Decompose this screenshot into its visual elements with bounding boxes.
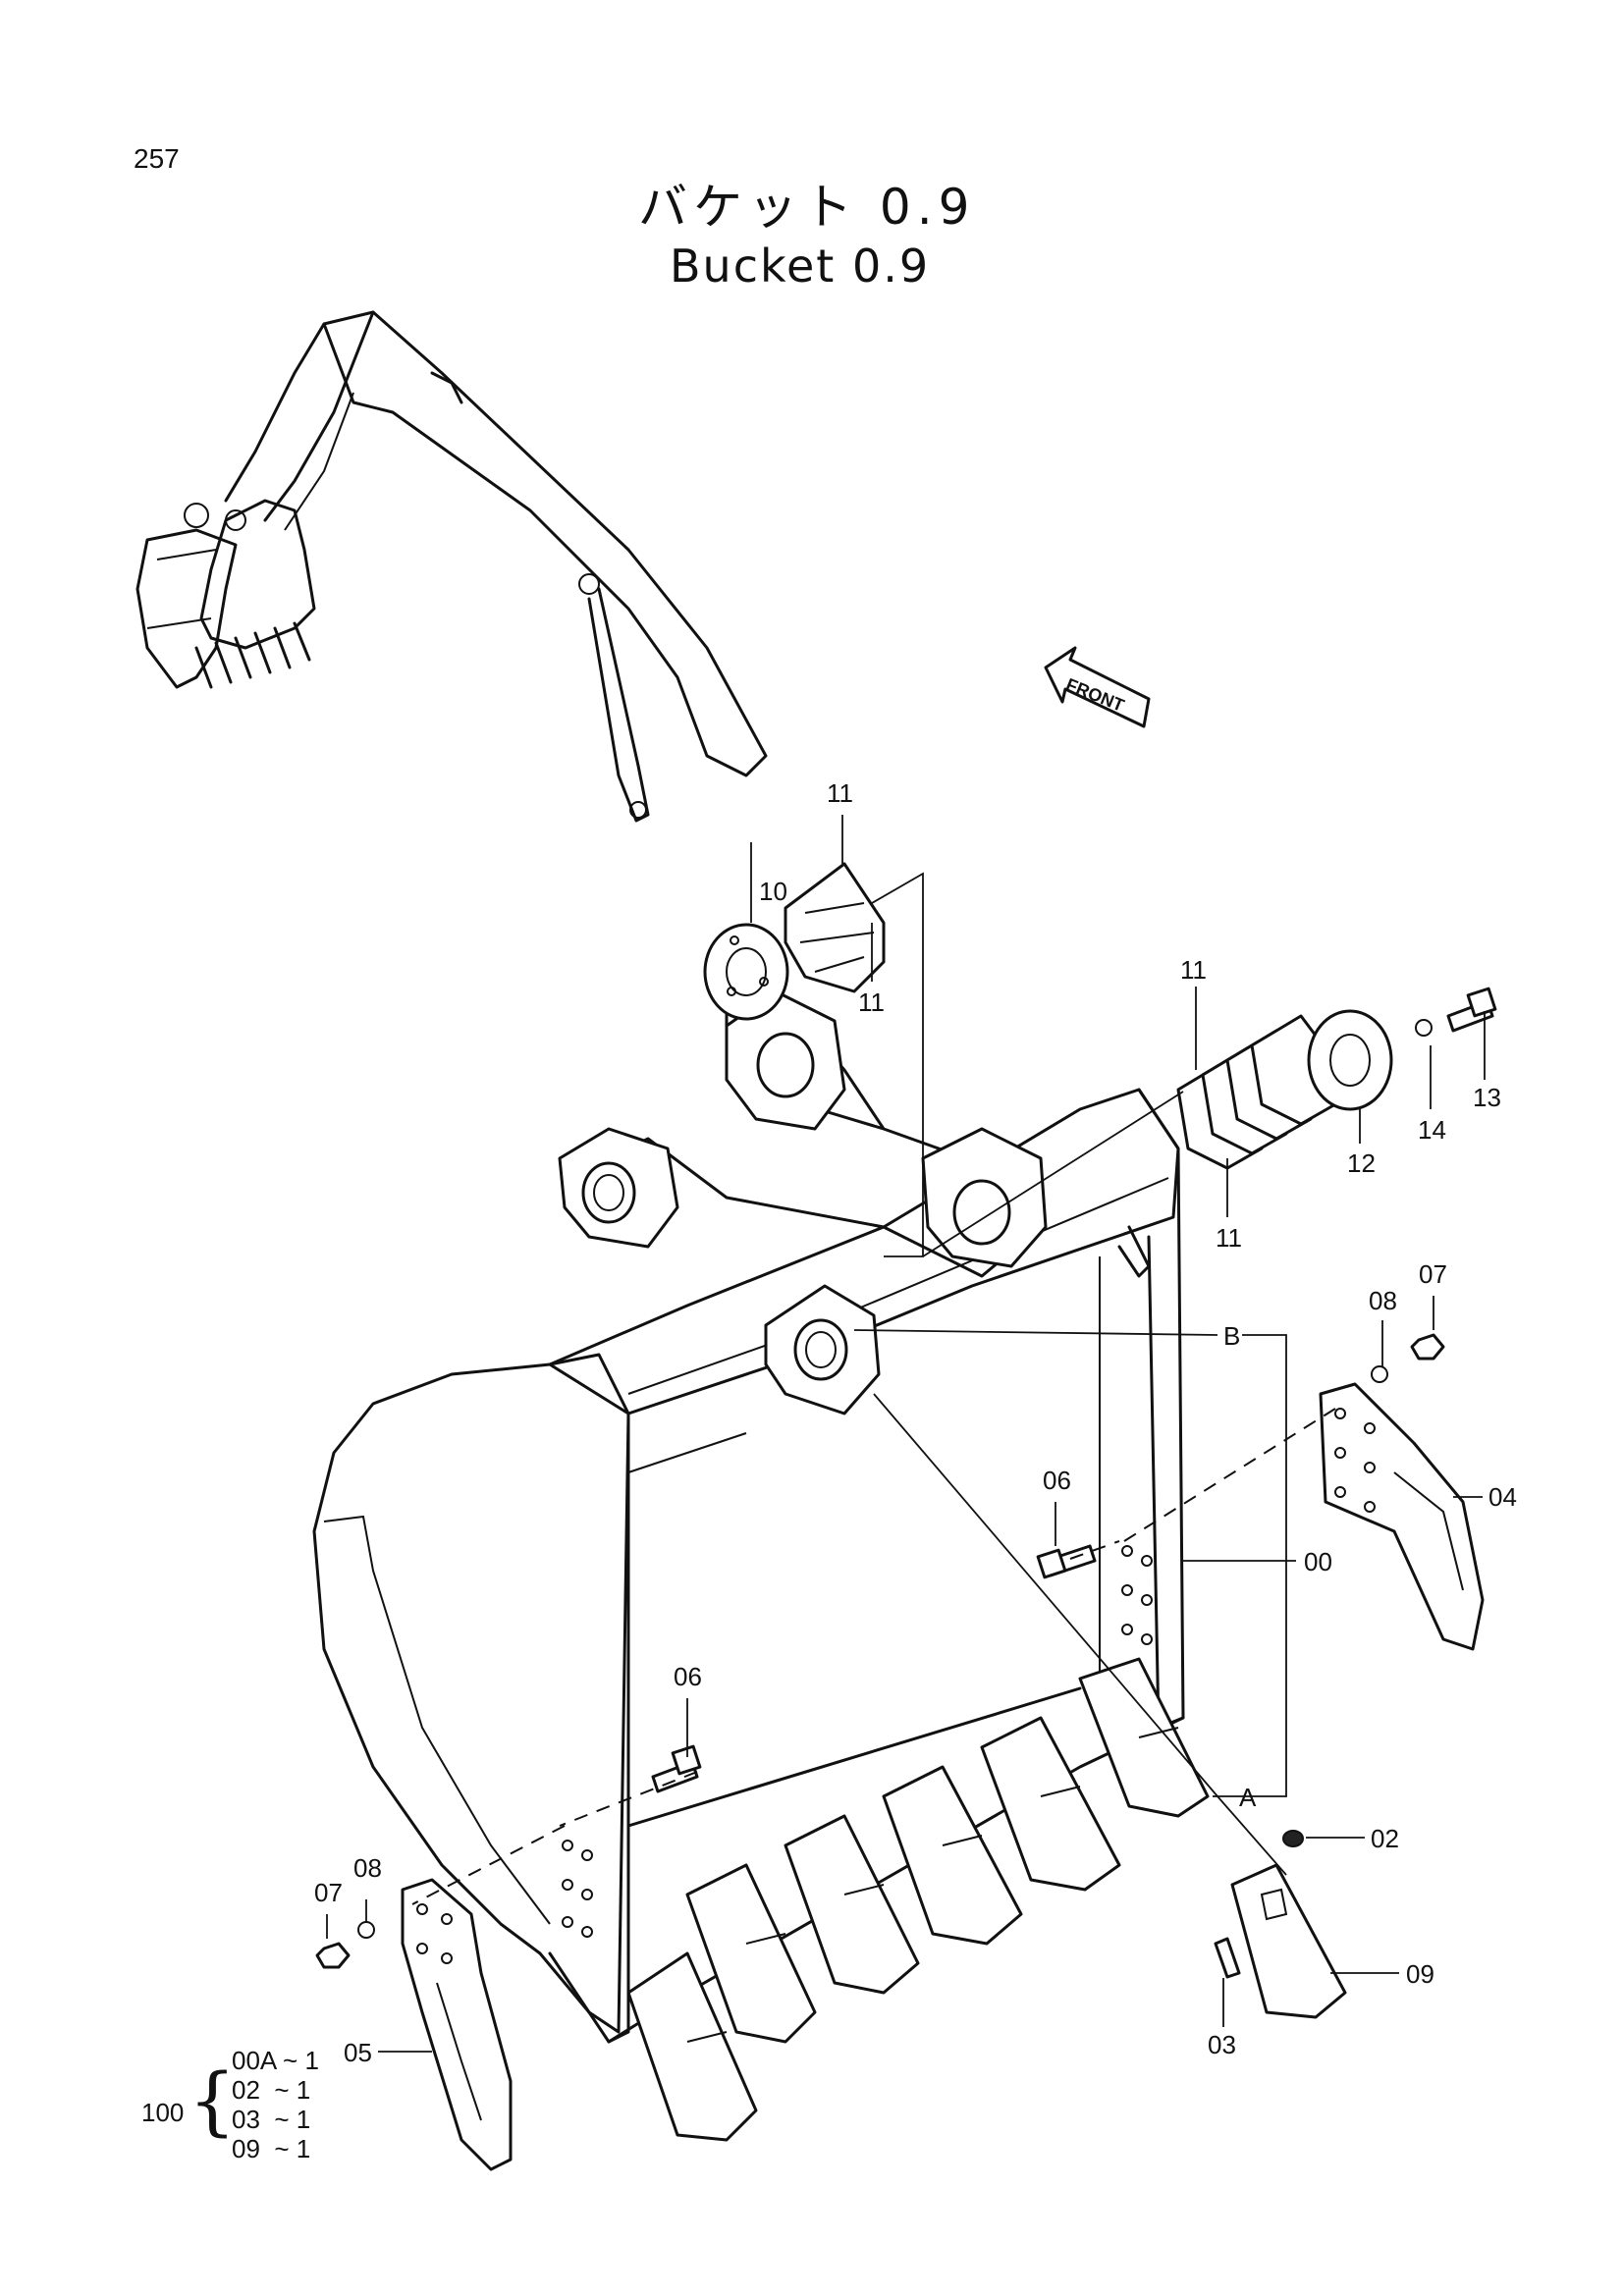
callout-08-left: 08 [353,1853,382,1883]
kit-line-1: 00A ~ 1 [232,2046,319,2075]
callout-07-left: 07 [314,1878,343,1907]
leader-lines [326,815,1486,2053]
title-japanese: バケット 0.9 [638,179,976,236]
callout-12: 12 [1347,1148,1376,1178]
tooth-09-detail [1214,1830,1347,2019]
callout-03: 03 [1208,2030,1236,2059]
callout-14: 14 [1418,1115,1446,1145]
title-english: Bucket 0.9 [670,240,931,293]
callout-07-right: 07 [1419,1259,1447,1289]
callout-09: 09 [1406,1959,1434,1989]
reference-a: A [1239,1783,1257,1812]
callout-10: 10 [759,877,787,906]
pin-seals-and-shims [703,862,1393,1170]
bucket-mounting-brackets [558,989,1151,1415]
callout-11-top: 11 [827,778,853,808]
reference-b: B [1223,1321,1241,1351]
callout-08-right: 08 [1369,1286,1397,1315]
bucket-teeth [626,1657,1210,2142]
kit-brace: { [189,2056,237,2144]
fasteners [315,987,1497,1969]
callout-04: 04 [1488,1482,1517,1512]
callout-05: 05 [344,2038,372,2067]
side-plate-bolt-holes [562,1545,1153,1938]
page-number: 257 [134,143,180,174]
callout-11-mid: 11 [858,988,885,1017]
callout-11-right-top: 11 [1180,955,1207,985]
callout-06-upper: 06 [1043,1466,1071,1495]
kit-line-4: 09 ~ 1 [232,2134,311,2163]
callout-13: 13 [1473,1083,1501,1112]
side-cutter-04 [1319,1382,1485,1651]
kit-line-2: 02 ~ 1 [232,2075,311,2105]
excavator-boom-illustration [135,310,768,823]
callout-06-lower: 06 [674,1662,702,1691]
side-cutter-05 [401,1878,513,2171]
callout-00: 00 [1304,1547,1332,1576]
kit-number: 100 [141,2098,185,2127]
callout-11-right-bottom: 11 [1216,1223,1242,1253]
front-direction-arrow [1044,646,1151,728]
callout-02: 02 [1371,1824,1399,1853]
kit-line-3: 03 ~ 1 [232,2105,311,2134]
